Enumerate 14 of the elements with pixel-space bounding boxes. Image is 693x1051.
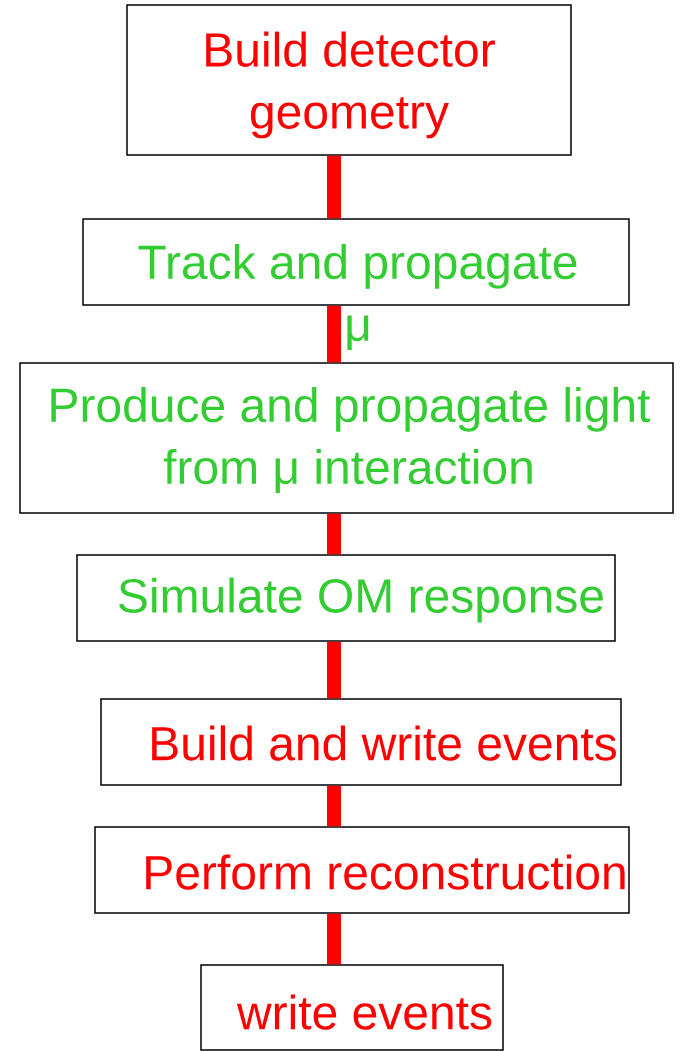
node-label: μ (347, 315, 369, 350)
connector-line (327, 305, 341, 363)
process-box: write events (200, 964, 504, 1051)
connector-line (327, 785, 341, 827)
process-box: Build and write events (100, 698, 622, 786)
process-box: Produce and propagate light from μ interaction (19, 362, 674, 514)
connector-line (327, 641, 341, 699)
connector-line (327, 913, 341, 965)
process-box: Build detector geometry (126, 4, 572, 156)
process-box: Perform reconstruction (94, 826, 630, 914)
process-box: Simulate OM response (76, 554, 616, 642)
connector-line (327, 155, 341, 219)
connector-line (327, 513, 341, 555)
process-box: Track and propagate μ (82, 218, 630, 350)
